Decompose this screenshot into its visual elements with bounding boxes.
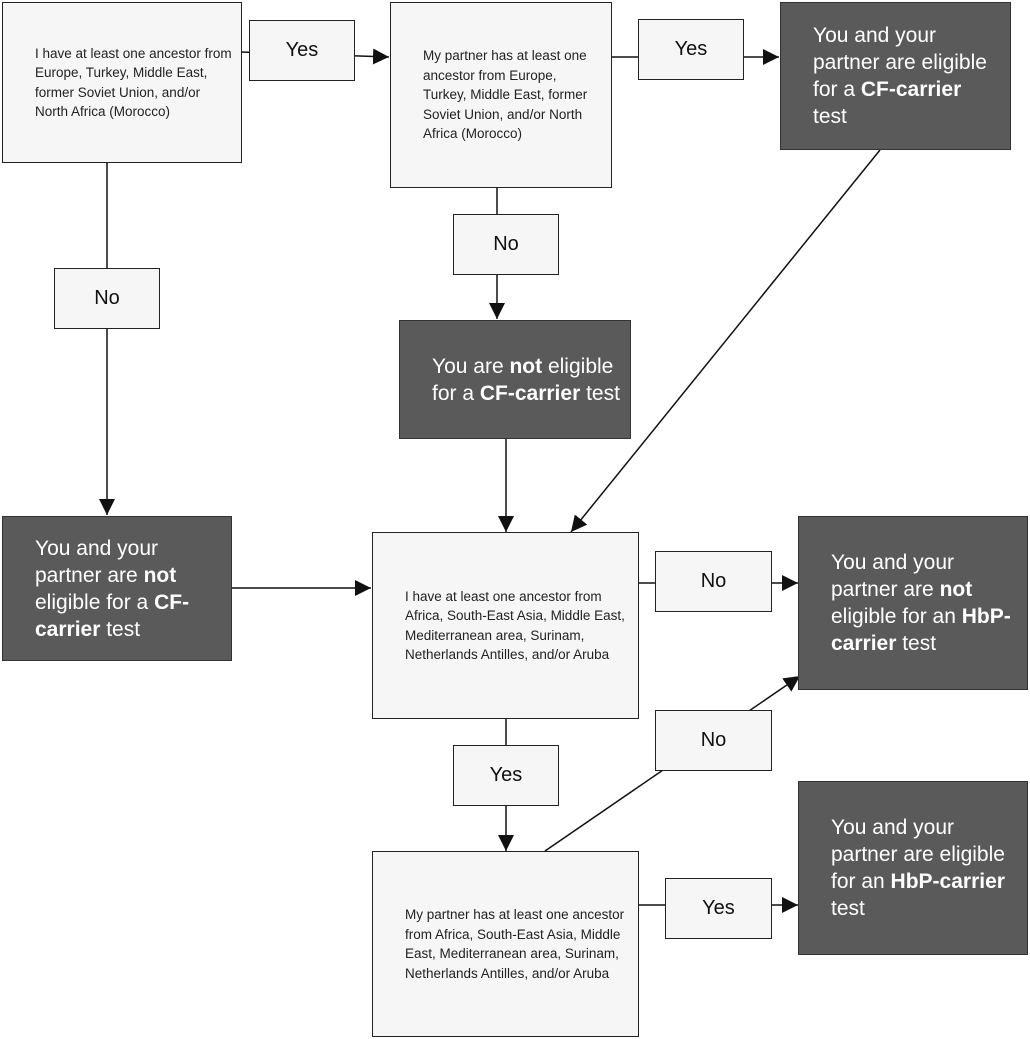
outcome-cf-you-not-text: You are not eligible for a CF-carrier te… <box>432 354 620 405</box>
label-q1-yes: Yes <box>249 20 355 81</box>
outcome-cf-both-eligible: You and your partner are eligible for a … <box>780 2 1011 150</box>
edge-cf-eligible-q3 <box>570 149 881 533</box>
question-q4-text: My partner has at least one ancestor fro… <box>405 907 625 981</box>
question-q2: My partner has at least one ancestor fro… <box>390 2 612 188</box>
question-q3: I have at least one ancestor from Africa… <box>372 532 639 719</box>
label-q4-yes: Yes <box>665 878 772 939</box>
outcome-hbp-both-not-text: You and your partner are not eligible fo… <box>831 551 1011 655</box>
outcome-hbp-both-eligible-text: You and your partner are eligible for an… <box>831 816 1005 920</box>
label-q4-no: No <box>655 710 772 771</box>
outcome-hbp-both-eligible: You and your partner are eligible for an… <box>798 781 1028 955</box>
question-q2-text: My partner has at least one ancestor fro… <box>423 48 588 142</box>
label-q2-yes: Yes <box>638 19 744 80</box>
outcome-hbp-both-not: You and your partner are not eligible fo… <box>798 516 1028 690</box>
question-q3-text: I have at least one ancestor from Africa… <box>405 588 625 663</box>
label-q3-no: No <box>655 551 772 612</box>
question-q1-text: I have at least one ancestor from Europe… <box>35 45 232 120</box>
outcome-cf-you-not: You are not eligible for a CF-carrier te… <box>399 320 631 439</box>
outcome-cf-both-not-text: You and your partner are not eligible fo… <box>35 536 190 641</box>
label-q2-no: No <box>453 214 559 275</box>
question-q1: I have at least one ancestor from Europe… <box>2 2 242 163</box>
outcome-cf-both-eligible-text: You and your partner are eligible for a … <box>813 24 987 128</box>
label-q3-yes: Yes <box>453 745 559 806</box>
outcome-cf-both-not: You and your partner are not eligible fo… <box>2 516 232 661</box>
label-q1-no: No <box>54 268 160 329</box>
question-q4: My partner has at least one ancestor fro… <box>372 851 639 1037</box>
